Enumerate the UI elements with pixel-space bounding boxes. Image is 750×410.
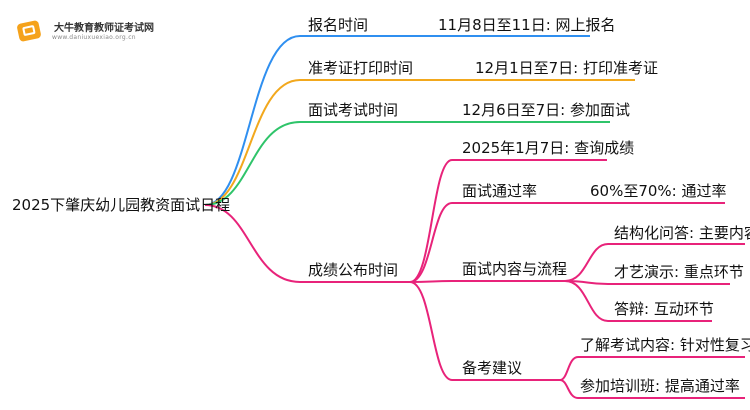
node-pass-rate: 面试通过率 — [462, 182, 538, 200]
link-signup — [204, 35, 430, 206]
node-query: 2025年1月7日: 查询成绩 — [462, 139, 635, 157]
node-admit: 准考证打印时间 — [308, 59, 414, 77]
node-interview-detail: 12月6日至7日: 参加面试 — [462, 101, 630, 119]
link-advice-2 — [559, 379, 745, 399]
node-signup: 报名时间 — [308, 16, 369, 34]
node-signup-detail: 11月8日至11日: 网上报名 — [438, 16, 616, 34]
node-advice-item-1: 了解考试内容: 针对性复习 — [580, 336, 750, 354]
root-node: 2025下肇庆幼儿园教资面试日程 — [12, 196, 231, 214]
node-interview: 面试考试时间 — [308, 101, 399, 119]
link-content-1 — [564, 243, 745, 282]
link-content — [409, 280, 565, 283]
link-admit — [204, 79, 470, 206]
link-content-2 — [564, 280, 730, 285]
node-advice-item-2: 参加培训班: 提高通过率 — [580, 377, 740, 395]
logo-name: 大牛教育教师证考试网 — [54, 23, 154, 34]
book-icon — [16, 19, 42, 43]
link-results — [204, 204, 410, 283]
link-pass-rate — [409, 202, 575, 283]
node-results: 成绩公布时间 — [308, 261, 399, 279]
logo-url: www.daniuxuexiao.org.cn — [52, 34, 136, 41]
node-advice: 备考建议 — [462, 359, 523, 377]
link-query — [409, 159, 607, 283]
node-content-item-3: 答辩: 互动环节 — [614, 300, 714, 318]
link-advice-1 — [559, 356, 745, 381]
site-logo: 大牛教育教师证考试网 www.daniuxuexiao.org.cn — [14, 10, 154, 48]
node-content-item-2: 才艺演示: 重点环节 — [614, 263, 744, 281]
node-content: 面试内容与流程 — [462, 260, 568, 278]
link-content-3 — [564, 280, 712, 322]
link-advice — [409, 281, 560, 381]
node-admit-detail: 12月1日至7日: 打印准考证 — [475, 59, 658, 77]
link-interview — [204, 121, 455, 206]
node-content-item-1: 结构化问答: 主要内容 — [614, 224, 750, 242]
node-pass-rate-detail: 60%至70%: 通过率 — [590, 182, 727, 200]
